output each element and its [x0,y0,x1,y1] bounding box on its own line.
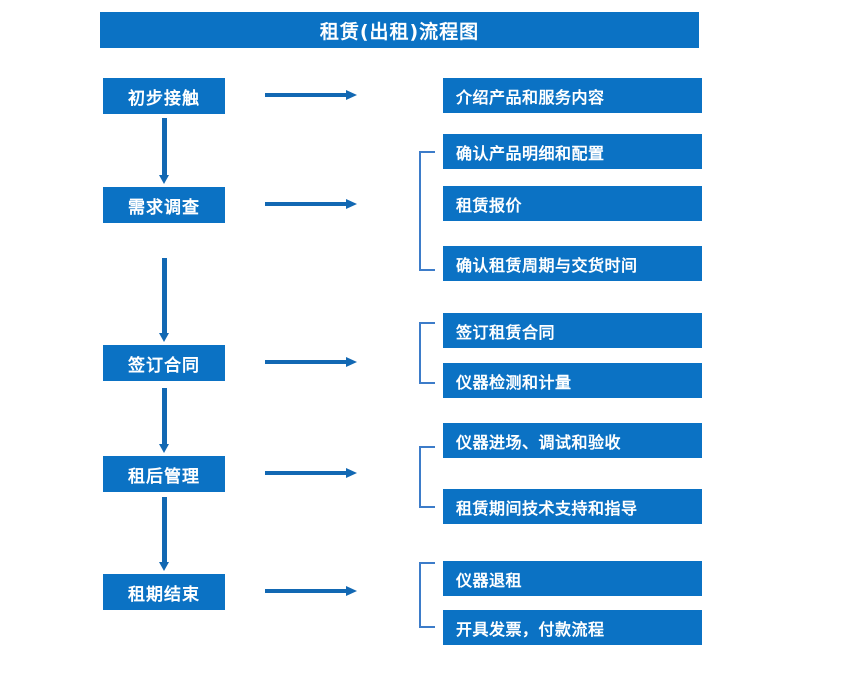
right-arrow-icon-stage4 [265,467,357,479]
down-arrow-icon-stage3-to-stage4 [159,388,169,453]
detail-box-introduce-products[interactable]: 介绍产品和服务内容 [443,78,702,113]
group-bracket-stage2 [419,151,435,271]
stage-node-needs-survey[interactable]: 需求调查 [103,187,225,223]
stage-node-rental-end[interactable]: 租期结束 [103,574,225,610]
right-arrow-icon-stage2 [265,198,357,210]
arrow-head [346,357,357,367]
arrow-shaft [162,258,167,333]
arrow-head [159,444,169,453]
arrow-shaft [265,589,347,593]
group-bracket-stage4 [419,446,435,508]
arrow-shaft [265,360,347,364]
arrow-shaft [265,202,347,206]
group-bracket-stage5 [419,562,435,628]
arrow-head [346,90,357,100]
down-arrow-icon-stage4-to-stage5 [159,497,169,571]
arrow-shaft [162,118,167,175]
arrow-shaft [162,497,167,562]
arrow-head [346,199,357,209]
right-arrow-icon-stage1 [265,89,357,101]
detail-box-instrument-inspection[interactable]: 仪器检测和计量 [443,363,702,398]
detail-box-instrument-installation[interactable]: 仪器进场、调试和验收 [443,423,702,458]
detail-box-instrument-return[interactable]: 仪器退租 [443,561,702,596]
detail-box-technical-support[interactable]: 租赁期间技术支持和指导 [443,489,702,524]
detail-box-invoice-payment[interactable]: 开具发票，付款流程 [443,610,702,645]
right-arrow-icon-stage5 [265,585,357,597]
arrow-shaft [265,471,347,475]
arrow-shaft [265,93,347,97]
arrow-shaft [162,388,167,444]
arrow-head [159,333,169,342]
arrow-head [346,468,357,478]
stage-node-initial-contact[interactable]: 初步接触 [103,78,225,114]
arrow-head [159,175,169,184]
detail-box-rental-quotation[interactable]: 租赁报价 [443,186,702,221]
detail-box-confirm-product-specs[interactable]: 确认产品明细和配置 [443,134,702,169]
arrow-head [159,562,169,571]
stage-node-sign-contract[interactable]: 签订合同 [103,345,225,381]
page-title: 租赁(出租)流程图 [100,12,699,48]
down-arrow-icon-stage1-to-stage2 [159,118,169,184]
right-arrow-icon-stage3 [265,356,357,368]
stage-node-post-rental-management[interactable]: 租后管理 [103,456,225,492]
detail-box-sign-rental-contract[interactable]: 签订租赁合同 [443,313,702,348]
detail-box-confirm-rental-period[interactable]: 确认租赁周期与交货时间 [443,246,702,281]
down-arrow-icon-stage2-to-stage3 [159,258,169,342]
group-bracket-stage3 [419,322,435,384]
arrow-head [346,586,357,596]
